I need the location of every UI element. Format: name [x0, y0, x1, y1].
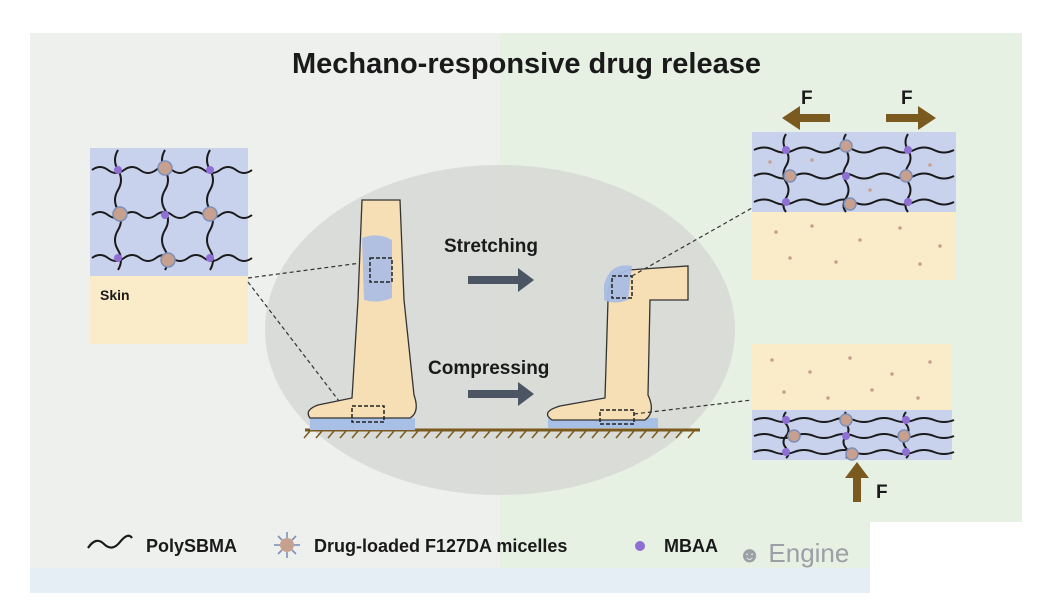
- compressing-step: Compressing: [428, 358, 549, 406]
- force-arrow-bottom-group: F: [845, 462, 888, 503]
- polysbma-legend-icon: [87, 534, 133, 549]
- watermark-cover: [870, 522, 1053, 606]
- watermark-text: Engine: [768, 538, 850, 568]
- skin-layer: [90, 276, 248, 344]
- force-arrow-right: [886, 106, 936, 130]
- wechat-icon: ☻: [738, 542, 762, 567]
- compressing-label: Compressing: [428, 358, 549, 379]
- force-label-left: F: [801, 88, 813, 109]
- legend-polysbma: PolySBMA: [146, 536, 237, 556]
- micelle-legend-icon: [274, 532, 300, 558]
- leg-bent: [546, 265, 689, 428]
- legend-mbaa: MBAA: [664, 536, 718, 556]
- left-hydrogel-panel: Skin: [90, 148, 253, 344]
- force-arrow-up: [845, 462, 869, 502]
- right-zoom-connectors: [631, 207, 753, 415]
- stretching-step: Stretching: [444, 236, 538, 292]
- bottom-strip: [30, 568, 1022, 593]
- force-arrow-left: [782, 106, 830, 130]
- diagram-title: Mechano-responsive drug release: [292, 48, 761, 80]
- stretching-arrow: [468, 268, 534, 292]
- mbaa-crosslinks: [114, 166, 214, 262]
- watermark: ☻ Engine: [738, 538, 849, 569]
- compressed-panel: [752, 344, 955, 461]
- force-label-bottom: F: [876, 482, 888, 503]
- force-arrows-top: F F: [782, 88, 936, 130]
- legend-micelles: Drug-loaded F127DA micelles: [314, 536, 567, 556]
- skin-label: Skin: [100, 287, 130, 303]
- central-ellipse: [265, 165, 735, 495]
- stretched-panel: [752, 132, 956, 280]
- micelles: [112, 160, 218, 268]
- left-zoom-connectors: [247, 261, 369, 419]
- force-label-right: F: [901, 88, 913, 109]
- stretching-label: Stretching: [444, 236, 538, 257]
- legend: PolySBMA Drug-loaded F127DA micelles MBA…: [87, 532, 718, 558]
- mbaa-legend-icon: [635, 541, 645, 551]
- leg-standing: [307, 199, 417, 430]
- compressing-arrow: [468, 382, 534, 406]
